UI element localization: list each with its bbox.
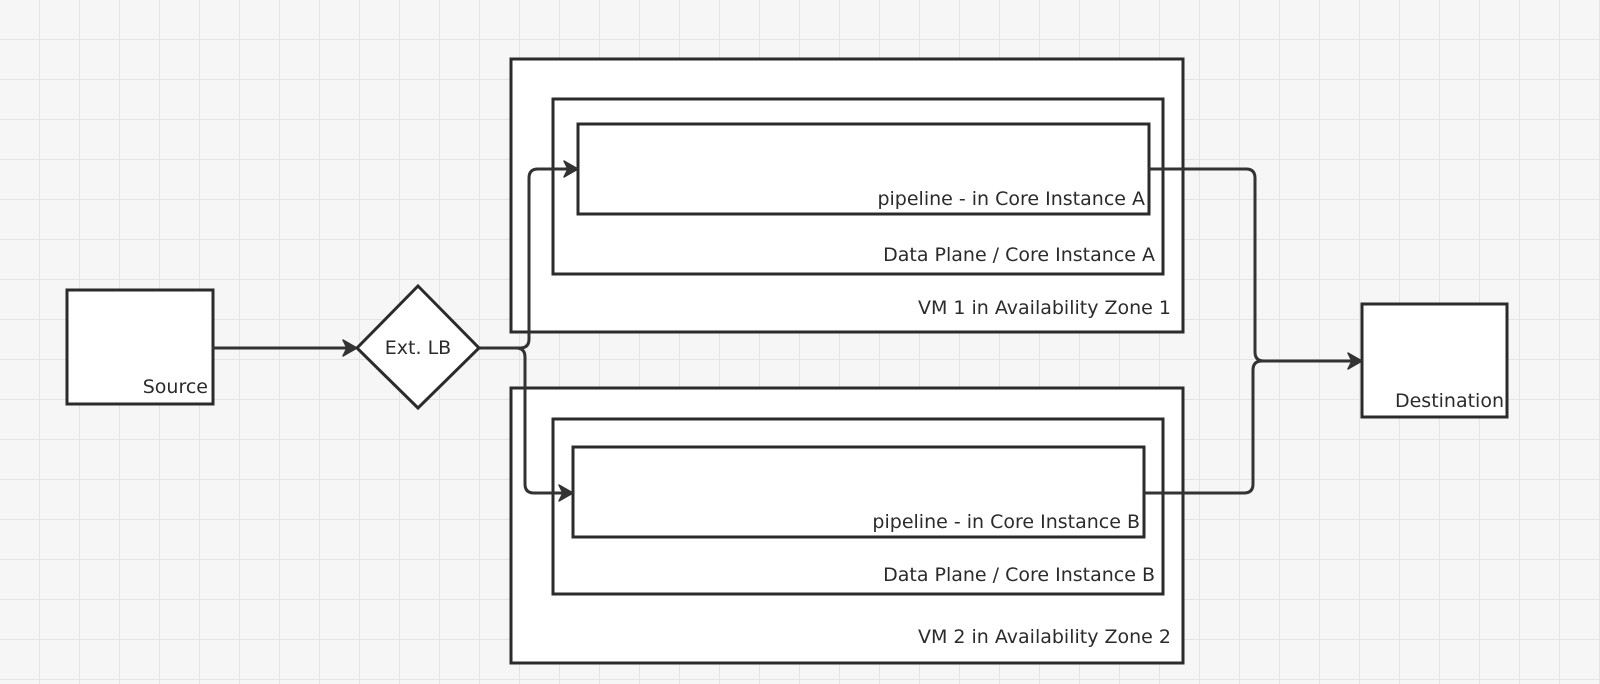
vm1-label: VM 1 in Availability Zone 1 xyxy=(918,297,1171,319)
data-plane-b-label: Data Plane / Core Instance B xyxy=(883,564,1155,586)
connector-lb-to-pipeline-a xyxy=(477,160,579,350)
destination-label: Destination xyxy=(1395,390,1504,412)
destination-node[interactable]: Destination xyxy=(1360,302,1509,419)
pipeline-b-box[interactable]: pipeline - in Core Instance B xyxy=(571,445,1146,539)
pipeline-b-label: pipeline - in Core Instance B xyxy=(872,511,1140,533)
pipeline-a-label: pipeline - in Core Instance A xyxy=(877,188,1145,210)
ext-lb-label: Ext. LB xyxy=(385,337,451,359)
connector-lb-to-pipeline-b xyxy=(477,346,574,502)
arrowhead-icon xyxy=(563,160,579,178)
vm2-label: VM 2 in Availability Zone 2 xyxy=(918,626,1171,648)
arrowhead-icon xyxy=(558,484,574,502)
pipeline-a-box[interactable]: pipeline - in Core Instance A xyxy=(576,122,1151,216)
connector-pipeline-b-to-destination xyxy=(1142,359,1356,495)
source-node[interactable]: Source xyxy=(65,288,215,406)
arrowhead-icon xyxy=(342,339,358,357)
ext-lb-node[interactable]: Ext. LB xyxy=(354,283,482,411)
data-plane-a-label: Data Plane / Core Instance A xyxy=(883,244,1155,266)
connector-source-to-lb xyxy=(211,339,358,357)
source-label: Source xyxy=(143,376,208,398)
